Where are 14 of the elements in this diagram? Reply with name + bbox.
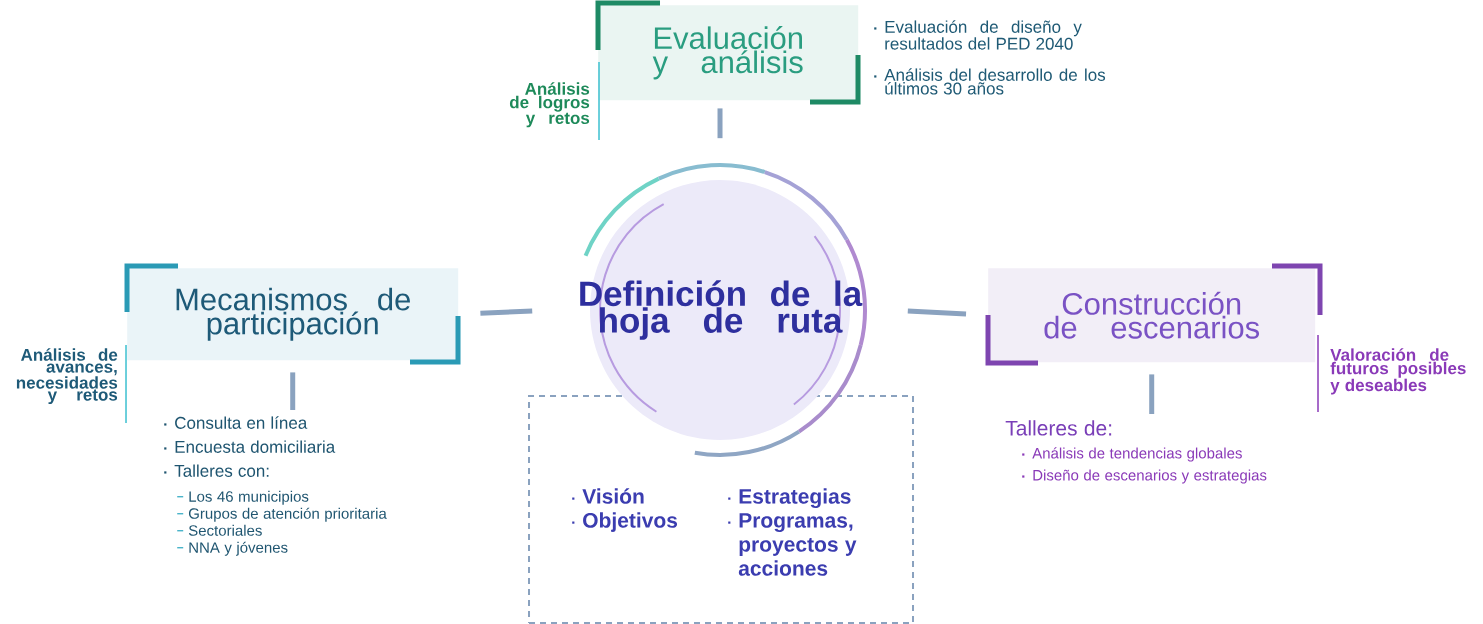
connector-line	[1149, 374, 1155, 414]
heading-box: Evaluación y análisis	[595, 0, 861, 105]
bullet-text: Análisis del desarrollo de los últimos 30 años	[874, 68, 1106, 95]
circle-node: Definición de la hoja de ruta	[580, 163, 867, 457]
heading-box: Mecanismos de participación	[124, 263, 461, 365]
connector-line	[480, 308, 533, 316]
connector-line	[717, 108, 723, 139]
bullet-text: Evaluación de diseño y resultados del PED 2040	[874, 20, 1082, 50]
connector-line	[290, 372, 296, 410]
bullet-list: Consulta en línea Encuesta domiciliaria Talleres con: Los 46 municipios Grupos de atención prioritaria Sectoriales NNA y jóvenes	[164, 416, 387, 556]
heading-box: Construcción de escenarios	[985, 263, 1323, 366]
connector-line	[907, 308, 967, 317]
side-note: Análisis de avances, necesidades y retos	[16, 344, 127, 424]
bullet-list: Talleres de: Análisis de tendencias globales Diseño de escenarios y estrategias	[1005, 420, 1267, 484]
